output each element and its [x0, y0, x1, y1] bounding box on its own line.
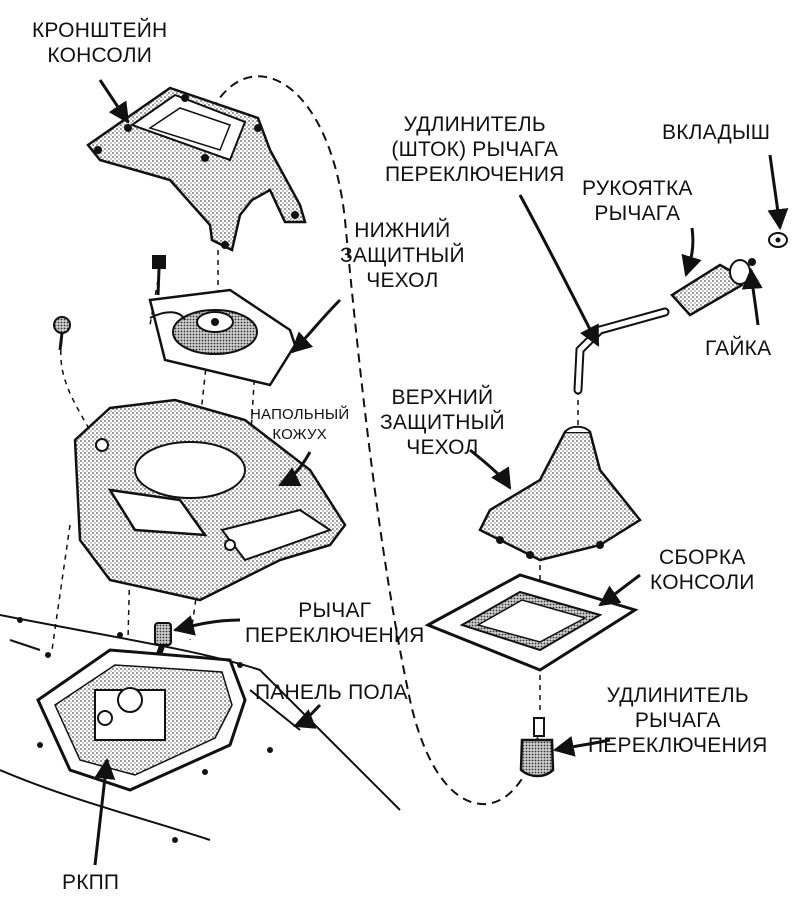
floor-panel-holes: [17, 617, 273, 843]
label-console-assembly: СБОРКА КОНСОЛИ: [650, 546, 755, 594]
label-transmission: РКПП: [62, 871, 120, 894]
lower-boot-part: [148, 288, 297, 387]
console-assembly-part: [424, 573, 639, 672]
lever-handle-part: [670, 258, 756, 317]
label-insert: ВКЛАДЫШ: [662, 121, 771, 144]
label-shift-lever: РЫЧАГ ПЕРЕКЛЮЧЕНИЯ: [245, 599, 425, 647]
label-console-bracket: КРОНШТЕЙН КОНСОЛИ: [32, 19, 168, 67]
console-bracket-part: [86, 86, 307, 252]
label-lever-handle: РУКОЯТКА РЫЧАГА: [582, 177, 693, 225]
lower-extension-part: [519, 717, 555, 778]
label-floor-cover: НАПОЛЬНЫЙ КОЖУХ: [250, 406, 350, 443]
leader-arrows: [93, 79, 789, 866]
label-lever-extension: УДЛИНИТЕЛЬ РЫЧАГА ПЕРЕКЛЮЧЕНИЯ: [588, 684, 768, 757]
label-upper-boot: ВЕРХНИЙ ЗАЩИТНЫЙ ЧЕХОЛ: [380, 386, 505, 459]
label-lever-extension-rod: УДЛИНИТЕЛЬ (ШТОК) РЫЧАГА ПЕРЕКЛЮЧЕНИЯ: [385, 113, 565, 186]
extension-rod-part: [573, 307, 670, 395]
routing-curve: [211, 75, 539, 805]
transmission-part: [36, 648, 247, 792]
floor-panel-lines: [0, 614, 401, 841]
label-floor-panel: ПАНЕЛЬ ПОЛА: [255, 681, 408, 704]
upper-boot-part: [478, 425, 642, 562]
bolts: [53, 255, 166, 351]
label-lower-boot: НИЖНИЙ ЗАЩИТНЫЙ ЧЕХОЛ: [340, 219, 465, 292]
floor-cover-part: [73, 398, 347, 602]
label-nut: ГАЙКА: [705, 337, 772, 360]
insert-part: [768, 232, 788, 248]
